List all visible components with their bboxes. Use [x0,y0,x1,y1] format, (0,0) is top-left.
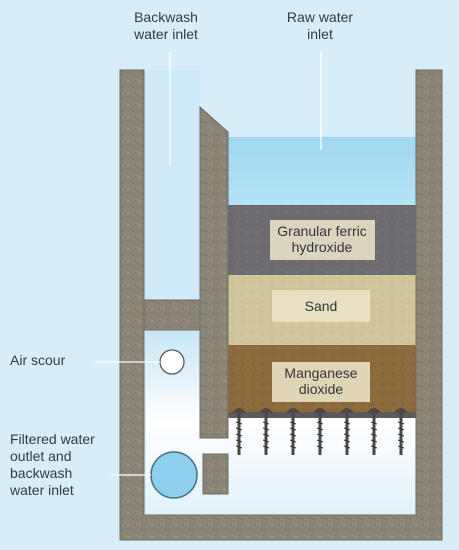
air-scour-label: Air scour [10,352,66,368]
gfh-label-box [270,220,375,260]
sand-label-box [272,290,370,322]
gfh-label-line1: Granular ferric [277,223,366,239]
central-partition-wall [199,105,229,439]
gfh-label-line2: hydroxide [292,239,353,255]
filtered-outlet-label-line1: Filtered water [10,431,95,447]
raw-water-inlet-label-line1: Raw water [287,9,353,25]
raw-water [228,137,416,205]
nozzle [286,408,300,455]
backwash-inlet-label-line1: Backwash [134,9,198,25]
manganese-label-line2: dioxide [299,381,344,397]
sand-label: Sand [305,298,338,314]
underdrain-nozzles [232,408,408,455]
underdrain-plate [228,412,416,418]
backwash-channel-water [144,70,200,300]
nozzle [394,408,408,455]
nozzle [313,408,327,455]
filtered-water-outlet-pipe [150,451,198,499]
nozzle [259,408,273,455]
filtered-outlet-label-line2: outlet and [10,448,72,464]
backwash-channel-floor [143,299,201,331]
outer-wall [119,69,443,541]
manganese-label-line1: Manganese [284,365,357,381]
manganese-label-box [272,362,370,402]
backwash-inlet-label-line2: water inlet [133,26,198,42]
raw-water-inlet-label-line2: inlet [307,26,333,42]
filtered-outlet-label-line4: water inlet [9,482,74,498]
nozzle [367,408,381,455]
nozzle [232,408,246,455]
filtered-outlet-label-line3: backwash [10,465,72,481]
nozzle [340,408,354,455]
outlet-stub-wall [202,453,229,495]
air-scour-pipe [159,349,185,375]
